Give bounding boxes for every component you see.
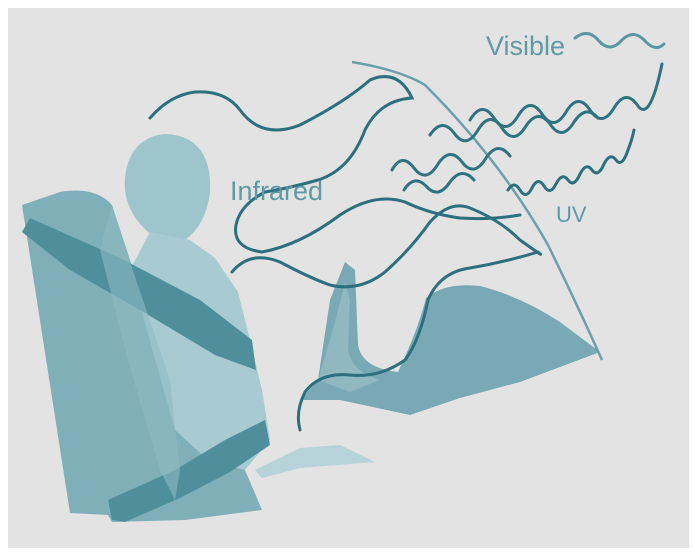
- visible-wave-2: [470, 64, 662, 127]
- visible-wave-5: [404, 173, 474, 192]
- uv-label: UV: [556, 202, 587, 227]
- occupant-leg: [255, 445, 375, 478]
- infrared-label: Infrared: [230, 176, 323, 206]
- visible-wave-1: [575, 33, 664, 47]
- occupant-head: [125, 134, 210, 244]
- visible-label: Visible: [486, 31, 565, 61]
- uv-wave: [508, 130, 634, 195]
